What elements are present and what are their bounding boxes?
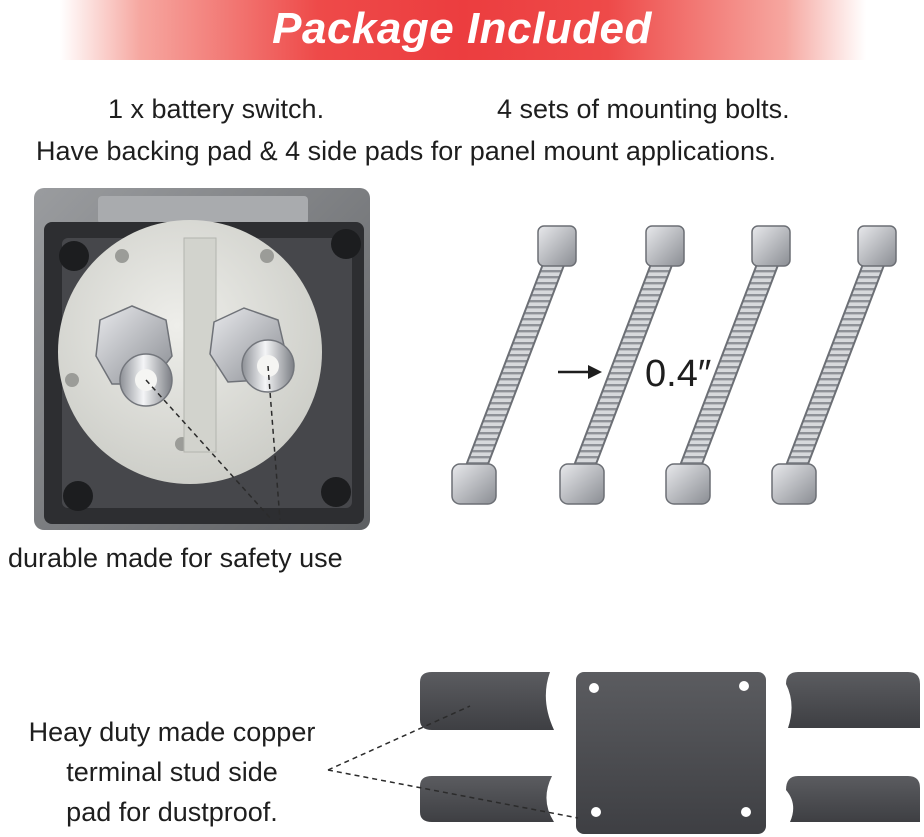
- mounting-bolt: [665, 225, 791, 505]
- bolt-dimension-label: 0.4″: [645, 353, 712, 395]
- side-pads-image: [420, 672, 920, 822]
- caption-copper-line-2: terminal stud side: [66, 757, 278, 787]
- mounting-bolt: [771, 225, 897, 505]
- caption-copper-line-3: pad for dustproof.: [66, 797, 278, 827]
- battery-switch-image: [34, 188, 370, 530]
- caption-copper-line-1: Heay duty made copper: [28, 717, 316, 747]
- side-pad: [786, 776, 920, 822]
- backing-pad-image: [576, 672, 766, 834]
- caption-switch-count: 1 x battery switch.: [108, 94, 325, 124]
- caption-pads-note: Have backing pad & 4 side pads for panel…: [36, 136, 776, 166]
- side-pad: [420, 776, 554, 822]
- side-pad: [786, 672, 920, 728]
- side-pad: [420, 672, 554, 730]
- caption-bolts-count: 4 sets of mounting bolts.: [497, 94, 790, 124]
- caption-durable-note: durable made for safety use: [8, 543, 343, 573]
- caption-copper-note: Heay duty made copper terminal stud side…: [2, 712, 342, 832]
- mounting-bolt: [559, 225, 685, 505]
- arrow-right-icon: [558, 365, 602, 379]
- banner-title: Package Included: [272, 4, 652, 53]
- mounting-bolt: [451, 225, 577, 505]
- mounting-bolts-image: [451, 225, 897, 505]
- banner-background: [60, 0, 866, 60]
